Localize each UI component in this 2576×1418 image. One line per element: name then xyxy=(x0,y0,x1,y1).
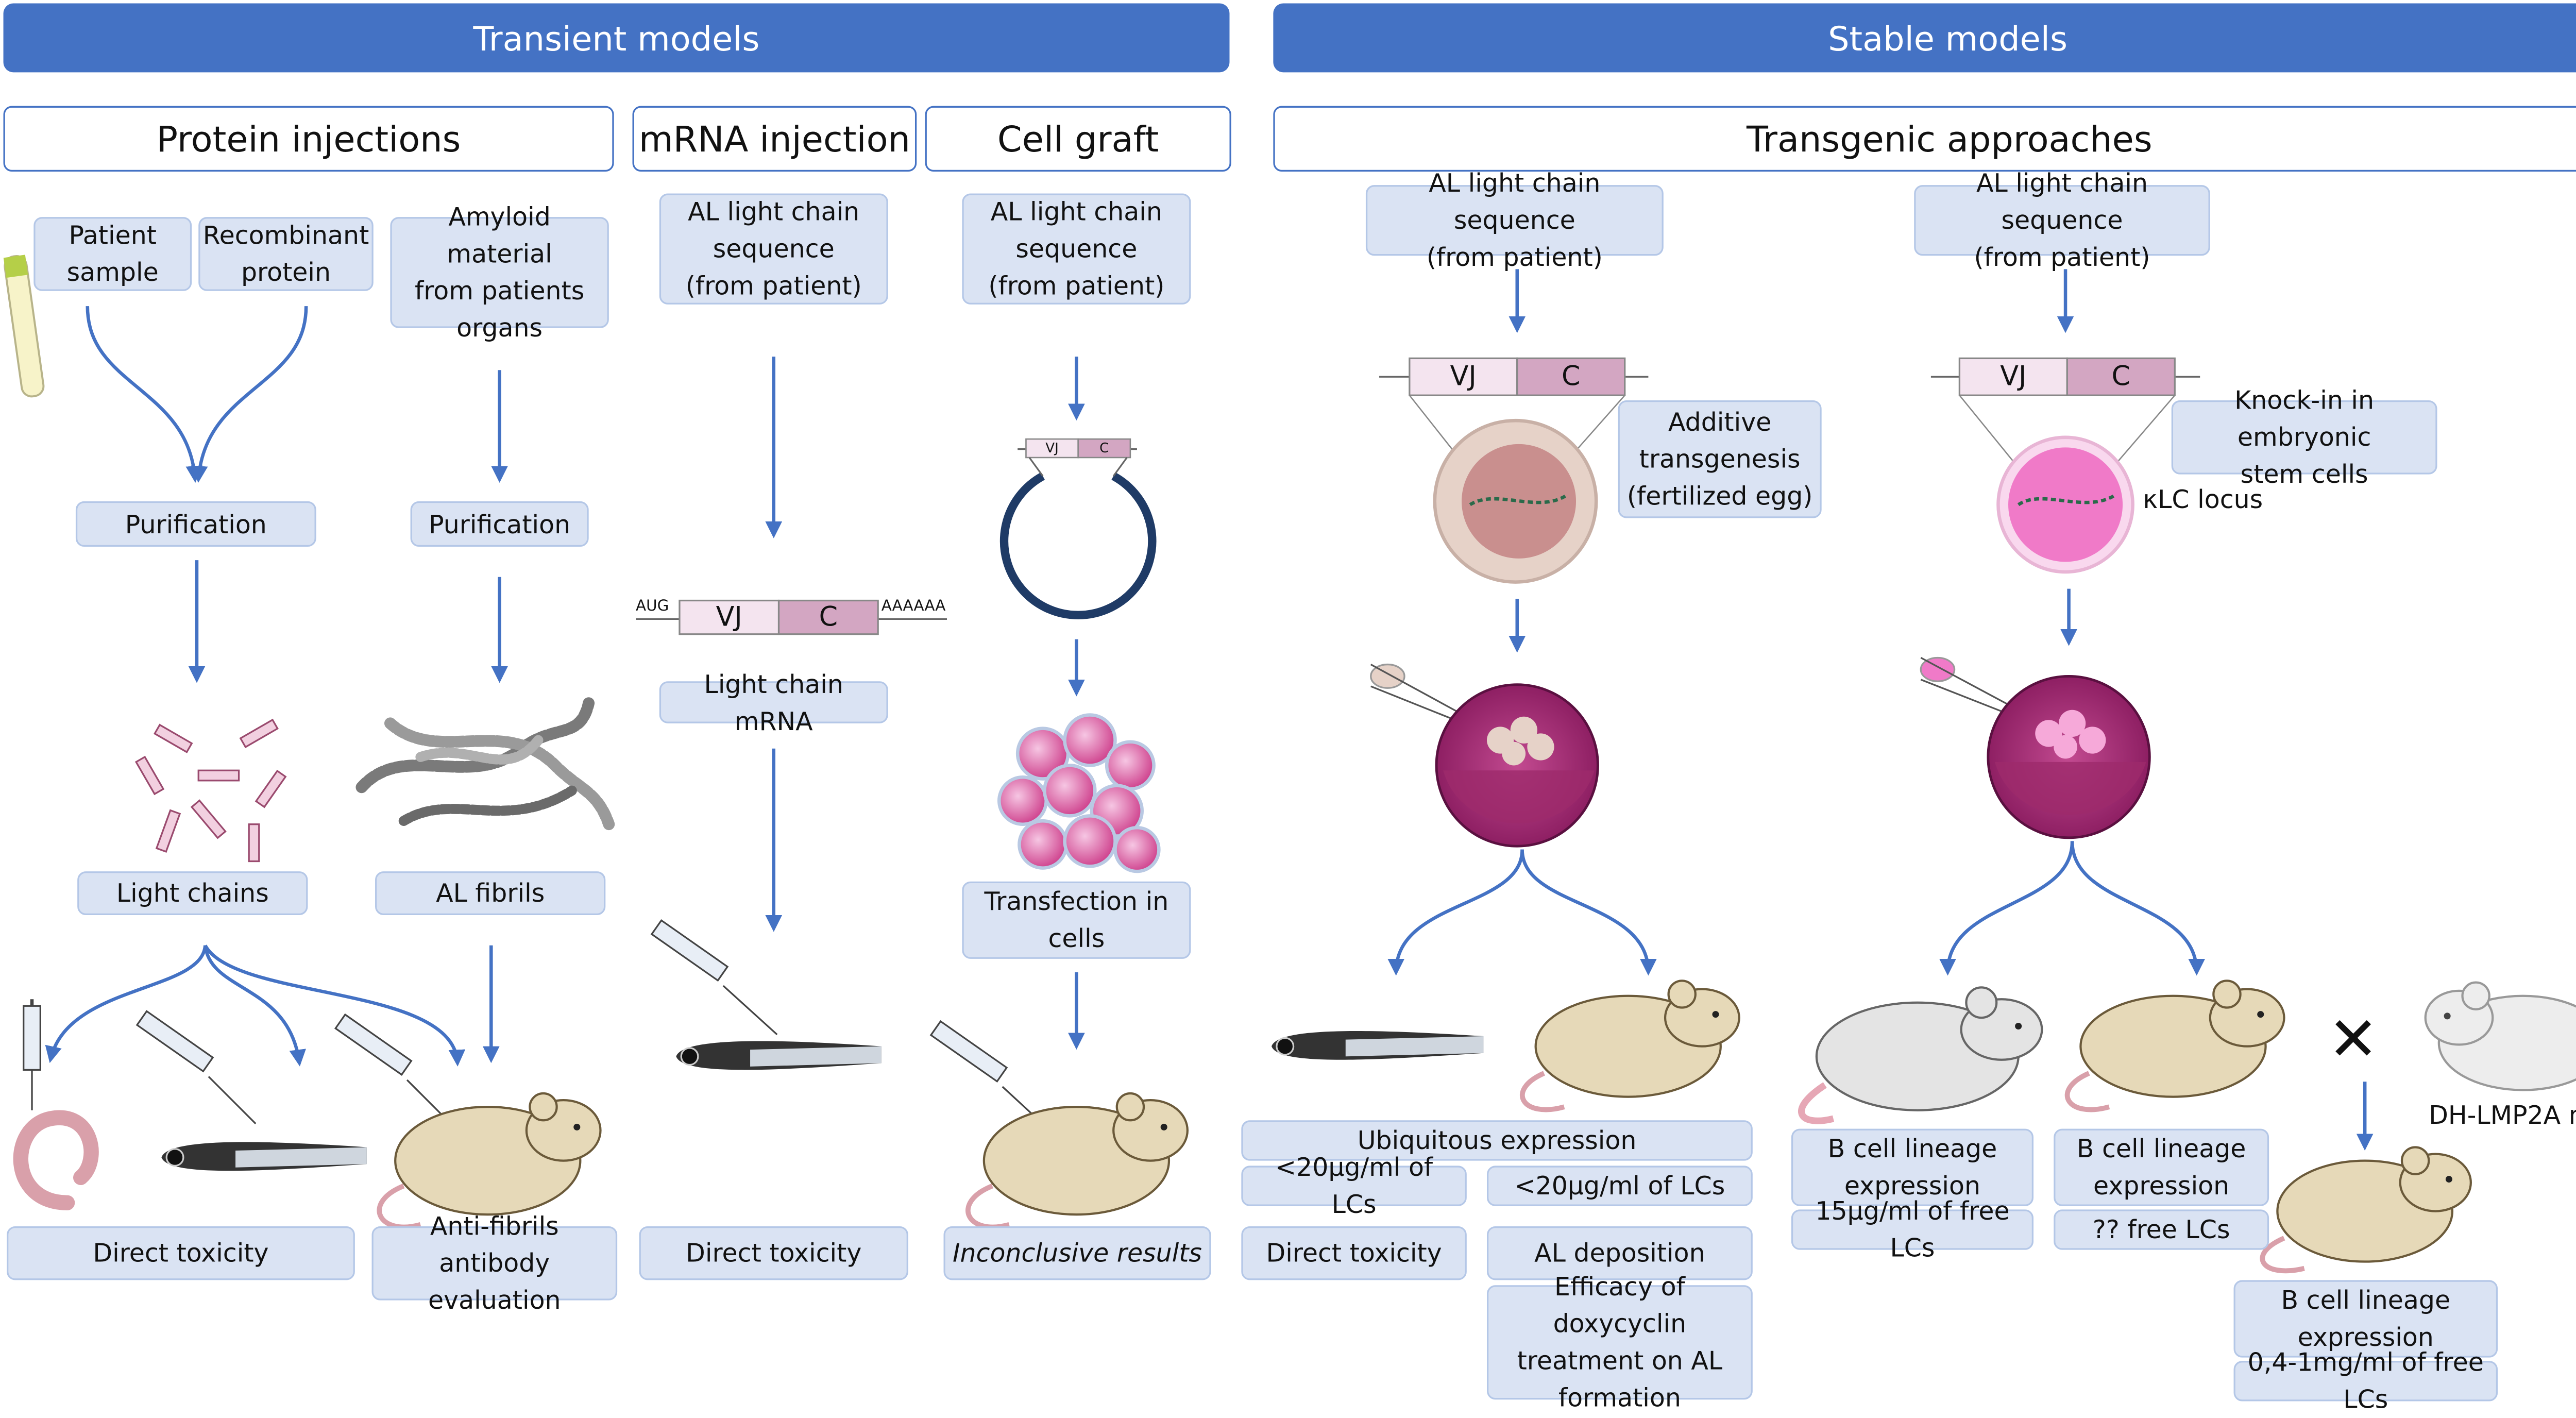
conc-left-b: <20µg/ml of LCs xyxy=(1486,1166,1753,1206)
bcell-expression-a: B cell lineage expression xyxy=(1791,1128,2034,1206)
section-transgenic-approaches: Transgenic approaches xyxy=(1273,106,2576,172)
recombinant-protein-label: Recombinant protein xyxy=(198,217,374,291)
light-chains-label: Light chains xyxy=(77,871,308,915)
anti-fibrils-evaluation: Anti-fibrils antibody evaluation xyxy=(371,1211,618,1315)
light-chain-mrna-label: Light chain mRNA xyxy=(659,669,888,736)
al-deposition: AL deposition xyxy=(1486,1226,1753,1280)
transfection-label: Transfection in cells xyxy=(962,881,1191,959)
syringe-icon xyxy=(334,1013,452,1124)
mrna-c-label: C xyxy=(819,600,838,633)
graft-vj-label: VJ xyxy=(1045,441,1059,456)
purification-right: Purification xyxy=(410,501,589,547)
test-tube-icon xyxy=(3,255,45,398)
zebrafish-icon xyxy=(676,1041,882,1070)
blastocyst-icon xyxy=(1435,683,1599,848)
purification-left: Purification xyxy=(75,501,316,547)
mouse-icon xyxy=(2424,981,2576,1091)
header-stable-models: Stable models xyxy=(1273,3,2576,73)
section-mrna-injection: mRNA injection xyxy=(632,106,917,172)
inconclusive-results: Inconclusive results xyxy=(943,1226,1211,1280)
pipette-icon xyxy=(1920,656,2015,718)
zebrafish-icon xyxy=(1272,1031,1484,1060)
pipette-icon xyxy=(1370,663,1464,724)
section-cell-graft: Cell graft xyxy=(925,106,1231,172)
mrna-vj-label: VJ xyxy=(716,600,742,633)
additive-transgenesis-label: Additive transgenesis (fertilized egg) xyxy=(1618,400,1822,518)
aug-label: AUG xyxy=(636,599,669,616)
klc-locus-label: κLC locus xyxy=(2143,484,2263,515)
mouse-icon xyxy=(2260,1146,2472,1274)
conc-right-a: 15µg/ml of free LCs xyxy=(1791,1196,2034,1263)
graft-c-label: C xyxy=(1099,441,1109,456)
conc-left-a: <20µg/ml of LCs xyxy=(1241,1152,1467,1220)
amyloid-material-label: Amyloid material from patients organs xyxy=(390,202,609,343)
patient-sample-label: Patient sample xyxy=(33,217,192,291)
knock-in-label: Knock-in in embryonic stem cells xyxy=(2171,385,2437,489)
cross-icon: ✕ xyxy=(2328,1006,2379,1075)
direct-toxicity-mrna: Direct toxicity xyxy=(639,1226,908,1280)
mrna-source-label: AL light chain sequence (from patient) xyxy=(659,193,888,305)
blastocyst-icon xyxy=(1987,674,2151,839)
direct-toxicity-transgenic: Direct toxicity xyxy=(1241,1226,1467,1280)
section-protein-injections: Protein injections xyxy=(3,106,614,172)
tg-right-c: C xyxy=(2111,360,2130,392)
direct-toxicity-protein: Direct toxicity xyxy=(7,1226,355,1280)
dh-lmp2a-label: DH-LMP2A mice xyxy=(2429,1100,2576,1130)
conc-right-b: ?? free LCs xyxy=(2054,1209,2269,1250)
mouse-icon xyxy=(377,1092,602,1230)
syringe-icon xyxy=(650,919,778,1036)
bcell-expression-b: B cell lineage expression xyxy=(2054,1128,2269,1206)
mouse-icon xyxy=(965,1092,1189,1230)
cell-cluster-icon xyxy=(997,713,1161,873)
zebrafish-icon xyxy=(161,1142,367,1171)
header-transient-models: Transient models xyxy=(3,3,1230,73)
mouse-icon xyxy=(1798,986,2043,1124)
worm-icon xyxy=(13,1110,99,1210)
light-chain-fragments xyxy=(134,718,287,863)
bcell-expression-c: B cell lineage expression xyxy=(2233,1280,2498,1358)
doxycyclin-efficacy: Efficacy of doxycyclin treatment on AL f… xyxy=(1486,1272,1753,1413)
syringe-icon xyxy=(929,1020,1047,1128)
transgenic-left-source: AL light chain sequence (from patient) xyxy=(1365,168,1664,273)
egg-icon xyxy=(1996,435,2134,574)
mouse-icon xyxy=(1519,980,1740,1112)
polya-label: AAAAAA xyxy=(881,599,946,616)
plasmid-icon xyxy=(999,457,1157,619)
graft-source-label: AL light chain sequence (from patient) xyxy=(962,193,1191,305)
al-fibrils-icon xyxy=(355,697,615,831)
syringe-icon xyxy=(23,999,41,1110)
conc-right-c: 0,4-1mg/ml of free LCs xyxy=(2233,1347,2498,1415)
syringe-icon xyxy=(135,1010,257,1124)
ubiquitous-expression: Ubiquitous expression xyxy=(1241,1120,1753,1161)
transgenic-right-source: AL light chain sequence (from patient) xyxy=(1914,168,2210,273)
tg-right-vj: VJ xyxy=(2000,360,2027,392)
egg-icon xyxy=(1433,418,1598,584)
tg-left-c: C xyxy=(1561,360,1581,392)
mouse-icon xyxy=(2064,980,2285,1112)
tg-left-vj: VJ xyxy=(1450,360,1477,392)
al-fibrils-label: AL fibrils xyxy=(375,871,606,915)
